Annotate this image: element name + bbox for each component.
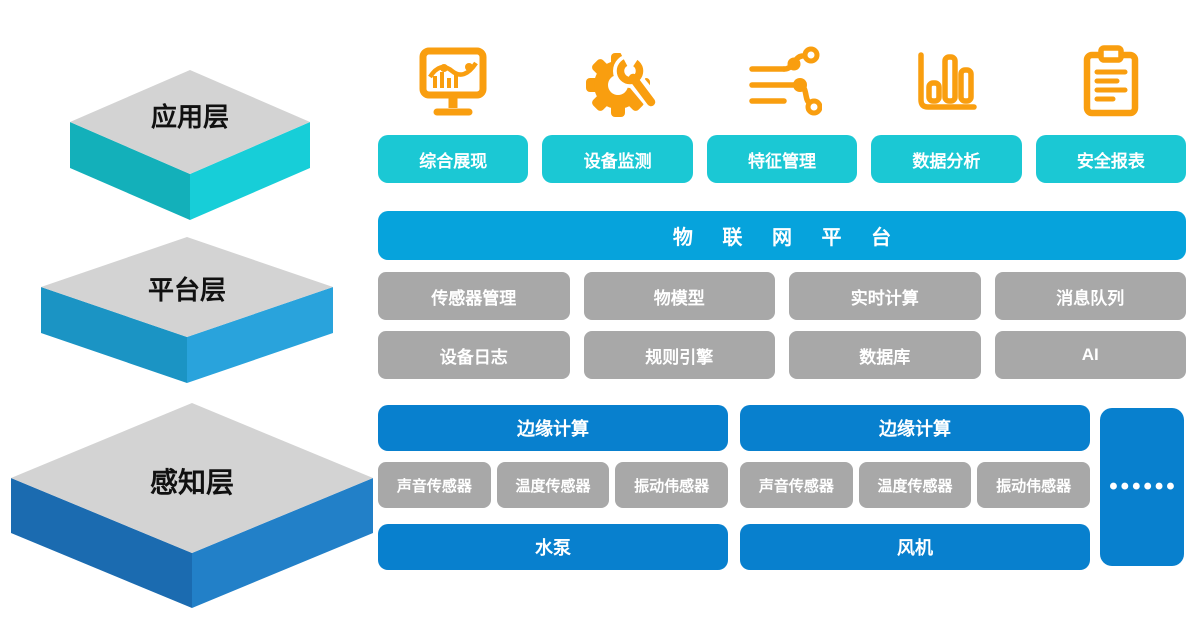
more-devices-ellipsis: ••••••	[1100, 408, 1184, 566]
water-pump-bar: 水泵	[378, 524, 728, 570]
iot-platform-banner: 物 联 网 平 台	[378, 211, 1186, 260]
platform-realtime-computing: 实时计算	[789, 272, 981, 320]
report-clipboard-icon	[1036, 40, 1186, 126]
sound-sensor-button: 声音传感器	[740, 462, 853, 508]
application-layer-slab	[70, 70, 310, 220]
monitor-chart-icon	[378, 40, 528, 126]
layer-slabs-graphic	[11, 70, 373, 608]
fan-bar: 风机	[740, 524, 1090, 570]
temperature-sensor-button: 温度传感器	[496, 462, 610, 508]
platform-layer-label: 平台层	[147, 275, 226, 305]
sound-sensor-button: 声音传感器	[378, 462, 491, 508]
app-button-feature-management: 特征管理	[706, 135, 858, 183]
vibration-sensor-button: 振动伟感器	[977, 462, 1091, 508]
temperature-sensor-button: 温度传感器	[858, 462, 972, 508]
platform-ai: AI	[994, 331, 1186, 379]
platform-rule-engine: 规则引擎	[583, 331, 775, 379]
sensor-row: 声音传感器 温度传感器 振动伟感器	[378, 462, 729, 508]
edge-computing-bar: 边缘计算	[378, 405, 728, 451]
platform-row-2: 设备日志 规则引擎 数据库 AI	[378, 331, 1186, 379]
platform-device-log: 设备日志	[378, 331, 570, 379]
platform-thing-model: 物模型	[583, 272, 775, 320]
platform-layer-slab	[41, 237, 333, 383]
vibration-sensor-button: 振动伟感器	[615, 462, 729, 508]
platform-row-1: 传感器管理 物模型 实时计算 消息队列	[378, 272, 1186, 320]
perception-group-fan: 边缘计算 声音传感器 温度传感器 振动伟感器 风机	[740, 405, 1091, 570]
sensor-row: 声音传感器 温度传感器 振动伟感器	[740, 462, 1091, 508]
app-button-security-report: 安全报表	[1035, 135, 1187, 183]
perception-group-pump: 边缘计算 声音传感器 温度传感器 振动伟感器 水泵	[378, 405, 729, 570]
edge-computing-bar: 边缘计算	[740, 405, 1090, 451]
application-layer-label: 应用层	[150, 102, 229, 132]
bar-chart-icon	[871, 40, 1021, 126]
application-buttons-row: 综合展现 设备监测 特征管理 数据分析 安全报表	[378, 135, 1187, 183]
app-button-data-analysis: 数据分析	[871, 135, 1022, 183]
platform-message-queue: 消息队列	[994, 272, 1186, 320]
perception-layer-slab	[11, 403, 373, 608]
data-flow-icon	[707, 40, 857, 126]
app-button-device-monitoring: 设备监测	[542, 135, 693, 183]
platform-sensor-management: 传感器管理	[378, 272, 570, 320]
platform-database: 数据库	[789, 331, 981, 379]
app-button-comprehensive-display: 综合展现	[378, 135, 529, 183]
gear-wrench-icon	[542, 40, 692, 126]
perception-layer-label: 感知层	[149, 467, 234, 498]
application-icons-row	[378, 40, 1186, 126]
